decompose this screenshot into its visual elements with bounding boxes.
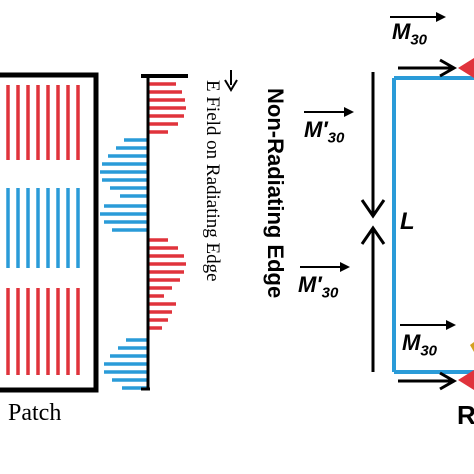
edge-model <box>360 58 474 391</box>
patch-label: Patch <box>8 400 62 426</box>
length-label: L <box>400 208 415 235</box>
patch-outline <box>0 72 99 393</box>
e-field-bars <box>100 82 186 390</box>
vector-overbars <box>300 12 456 330</box>
m30-bottom-label: M30 <box>402 330 438 360</box>
length-arrow-up <box>360 225 386 245</box>
patch-field-lines <box>6 85 80 375</box>
length-arrow-down <box>360 199 386 219</box>
m30-prime-upper-label: M′30 <box>304 117 345 147</box>
m30-top-label: M30 <box>392 19 428 49</box>
red-arrow-top <box>458 58 474 78</box>
non-radiating-edge-label: Non-Radiating Edge <box>263 88 288 299</box>
e-field-label: E Field on Radiating Edge <box>202 80 223 282</box>
cut-off-label: R <box>457 400 474 430</box>
red-arrow-bottom <box>458 370 474 390</box>
down-arrow-icon <box>224 70 238 92</box>
m30-prime-lower-label: M′30 <box>298 272 339 302</box>
